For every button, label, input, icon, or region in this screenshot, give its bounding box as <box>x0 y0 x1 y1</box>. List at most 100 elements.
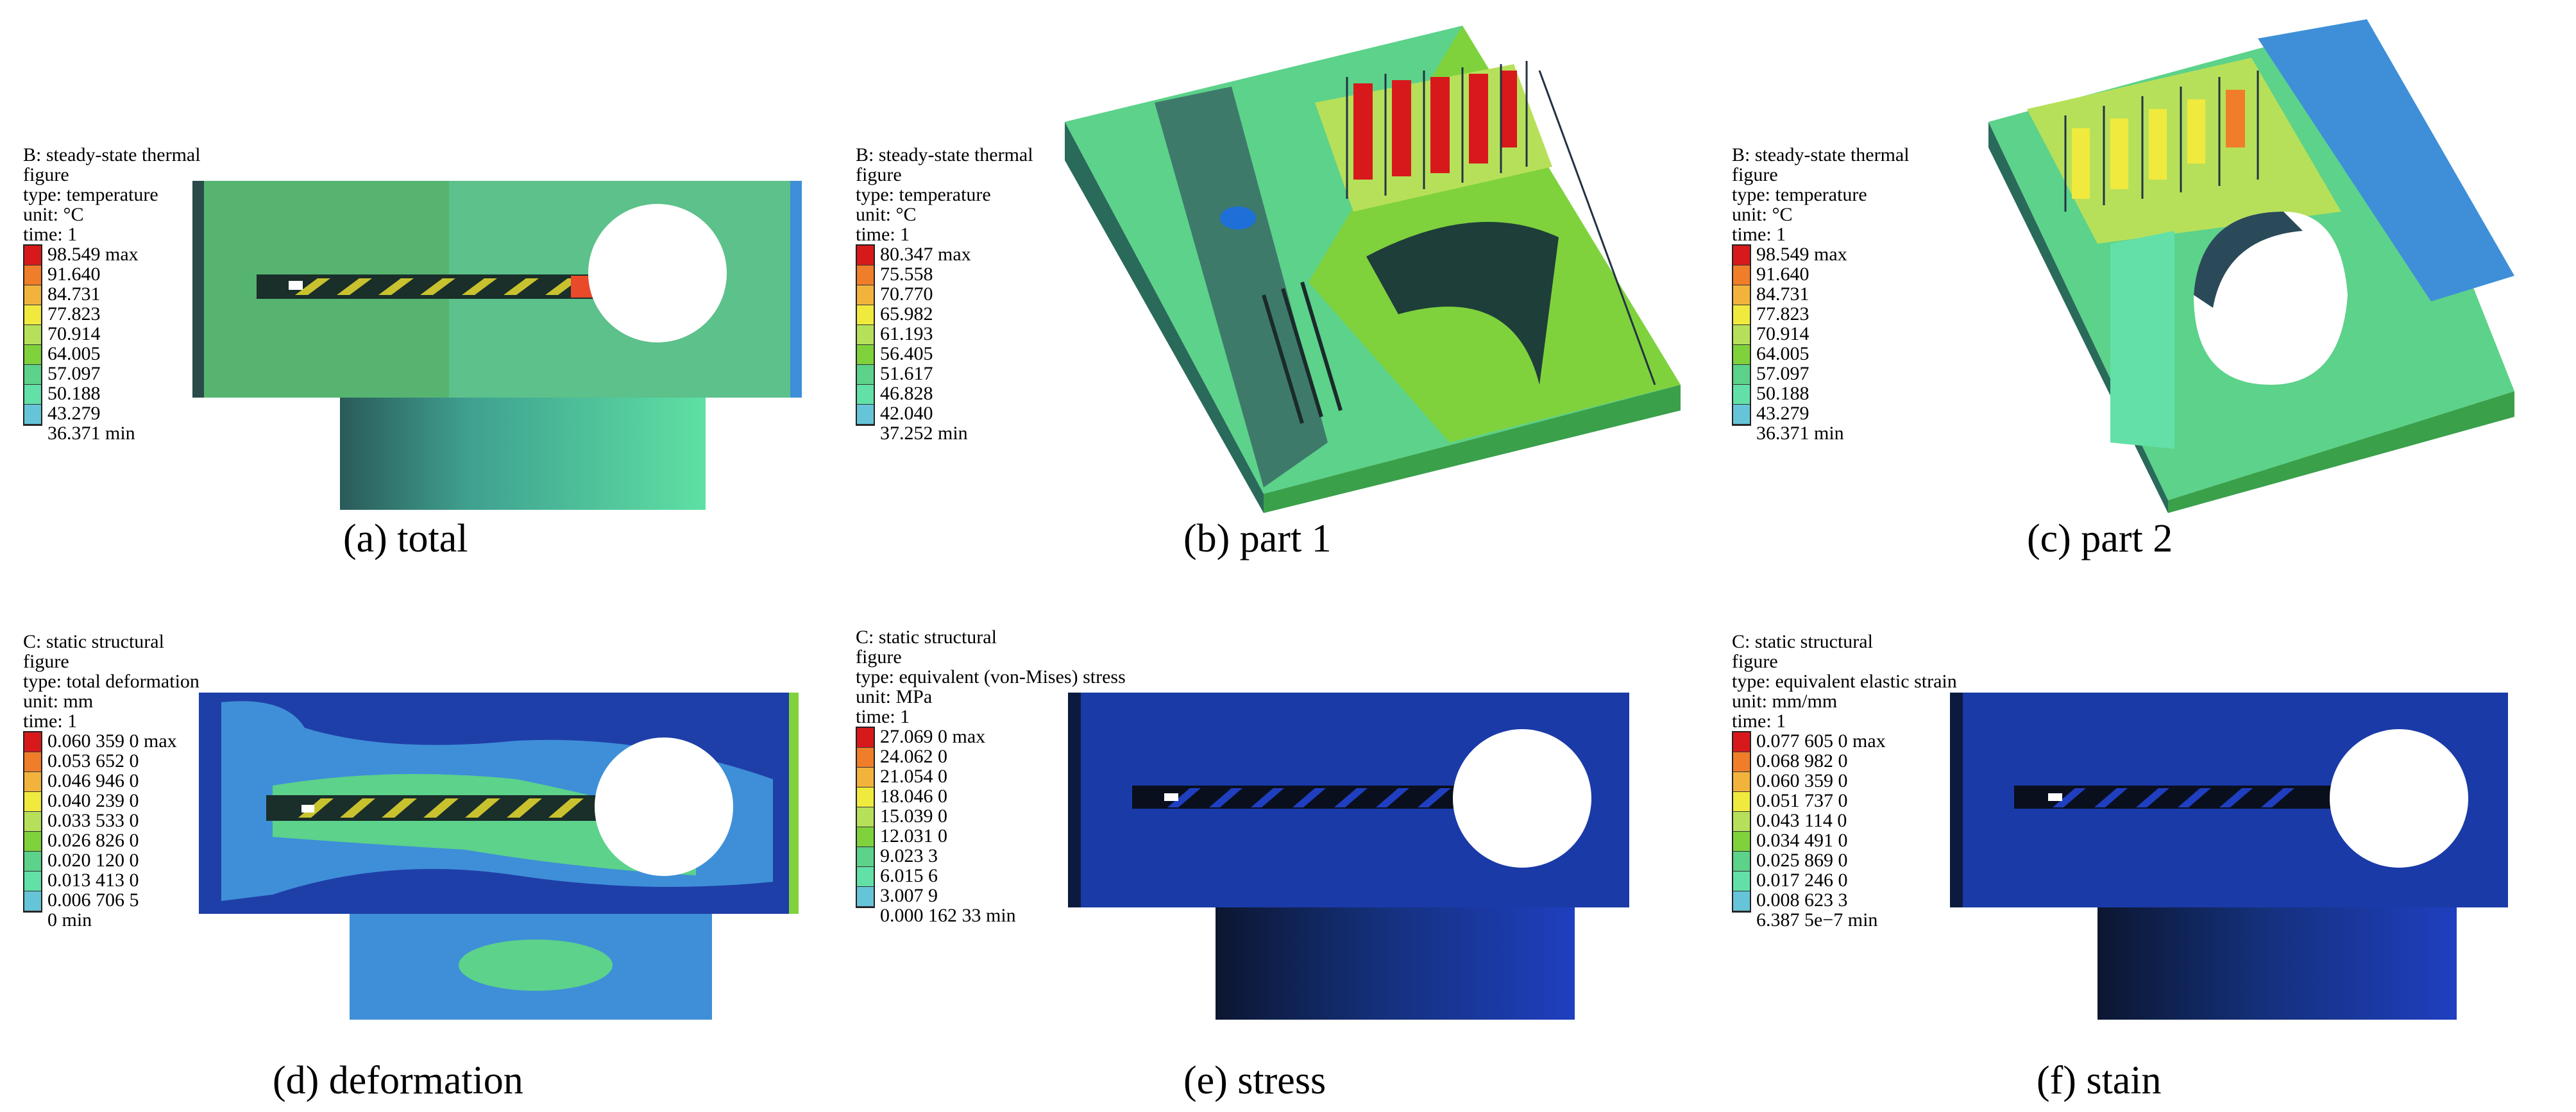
legend-panel-d: C: static structural figure type: total … <box>23 632 199 936</box>
legend-header-line: B: steady-state thermal <box>1732 144 1910 165</box>
color-swatch <box>857 827 874 847</box>
base-cylinder <box>1216 907 1575 1020</box>
color-swatch <box>857 728 874 748</box>
legend-header-line: time: 1 <box>1732 711 1786 732</box>
legend-header-line: time: 1 <box>856 224 910 245</box>
scale-level-label: 75.558 <box>880 264 933 285</box>
caption-c: (c) part 2 <box>2027 517 2173 560</box>
legend-header-line: time: 1 <box>23 711 78 732</box>
color-scale-swatches <box>1732 731 1751 913</box>
legend-header-line: time: 1 <box>856 706 910 727</box>
scale-level-label: 0 min <box>47 909 92 931</box>
scale-level-label: 70.770 <box>880 283 933 305</box>
legend-header-line: figure <box>23 651 69 672</box>
model-render-stress <box>1068 693 1629 1020</box>
scale-level-label: 3.007 9 <box>880 885 938 906</box>
color-swatch <box>1733 285 1750 305</box>
scale-level-label: 57.097 <box>1756 363 1809 384</box>
color-swatch <box>24 385 41 405</box>
block-side-front <box>1264 385 1681 513</box>
color-swatch <box>24 285 41 305</box>
legend-header-line: type: total deformation <box>23 671 199 692</box>
color-swatch <box>24 365 41 385</box>
color-swatch <box>857 345 874 365</box>
model-render-deformation <box>199 693 799 1020</box>
color-swatch <box>1733 265 1750 285</box>
color-swatch <box>1733 872 1750 891</box>
color-swatch <box>857 867 874 887</box>
scale-level-label: 61.193 <box>880 323 933 344</box>
scale-level-label: 65.982 <box>880 303 933 324</box>
color-swatch <box>857 788 874 807</box>
scale-level-label: 0.040 239 0 <box>47 790 139 811</box>
base-cylinder <box>340 398 706 510</box>
color-scale-swatches <box>856 727 875 908</box>
scale-level-label: 12.031 0 <box>880 825 947 847</box>
legend-header-line: unit: mm/mm <box>1732 691 1838 712</box>
color-swatch <box>857 748 874 768</box>
scale-level-label: 21.054 0 <box>880 766 947 787</box>
color-swatch <box>1733 752 1750 772</box>
scale-level-label: 64.005 <box>47 343 101 364</box>
bore-hole <box>1453 729 1591 868</box>
scale-level-label: 18.046 0 <box>880 786 947 807</box>
legend-panel-c: B: steady-state thermal figure type: tem… <box>1732 145 1910 450</box>
color-swatch <box>24 345 41 365</box>
legend-header-line: unit: °C <box>23 204 84 225</box>
color-swatch <box>1733 305 1750 325</box>
scale-level-label: 50.188 <box>1756 383 1809 404</box>
color-swatch <box>857 887 874 907</box>
color-swatch <box>24 325 41 345</box>
color-swatch <box>1733 832 1750 852</box>
legend-header-line: unit: MPa <box>856 686 933 707</box>
color-swatch <box>24 852 41 872</box>
color-swatch <box>24 732 41 752</box>
scale-level-label: 43.279 <box>1756 403 1809 424</box>
color-swatch <box>1733 891 1750 911</box>
color-swatch <box>1733 852 1750 872</box>
legend-header-line: B: steady-state thermal <box>23 144 201 165</box>
color-swatch <box>24 891 41 911</box>
legend-header-line: type: temperature <box>23 184 158 205</box>
scale-level-label: 43.279 <box>47 403 101 424</box>
scale-level-label: 77.823 <box>1756 303 1809 324</box>
scale-level-label: 0.033 533 0 <box>47 810 139 831</box>
legend-panel-a: B: steady-state thermal figure type: tem… <box>23 145 201 450</box>
caption-f: (f) stain <box>2037 1059 2162 1102</box>
color-swatch <box>857 305 874 325</box>
scale-level-label: 42.040 <box>880 403 933 424</box>
scale-level-label: 80.347 max <box>880 244 971 265</box>
legend-header-line: figure <box>856 646 902 668</box>
model-render-strain <box>1950 693 2508 1020</box>
color-swatch <box>24 772 41 792</box>
scale-level-label: 0.008 623 3 <box>1756 889 1848 911</box>
scale-level-label: 24.062 0 <box>880 746 947 767</box>
scale-level-label: 0.077 605 0 max <box>1756 730 1886 752</box>
color-swatch <box>1733 812 1750 832</box>
scale-level-label: 0.034 491 0 <box>1756 830 1848 851</box>
scale-level-label: 36.371 min <box>47 423 135 444</box>
legend-header-line: C: static structural <box>23 631 164 652</box>
legend-header-line: figure <box>1732 651 1778 672</box>
color-swatch <box>857 405 874 425</box>
color-swatch <box>24 832 41 852</box>
color-swatch <box>1733 365 1750 385</box>
color-swatch <box>24 752 41 772</box>
color-swatch <box>857 285 874 305</box>
legend-header-line: figure <box>1732 164 1778 185</box>
scale-level-label: 0.043 114 0 <box>1756 810 1847 831</box>
color-swatch <box>24 405 41 425</box>
scale-level-label: 50.188 <box>47 383 101 404</box>
scale-level-label: 98.549 max <box>1756 244 1847 265</box>
scale-level-label: 0.026 826 0 <box>47 830 139 851</box>
legend-header-line: type: temperature <box>1732 184 1867 205</box>
color-swatch <box>1733 792 1750 812</box>
scale-level-label: 0.053 652 0 <box>47 750 139 771</box>
legend-header-line: unit: mm <box>23 691 94 712</box>
scale-level-label: 37.252 min <box>880 423 968 444</box>
